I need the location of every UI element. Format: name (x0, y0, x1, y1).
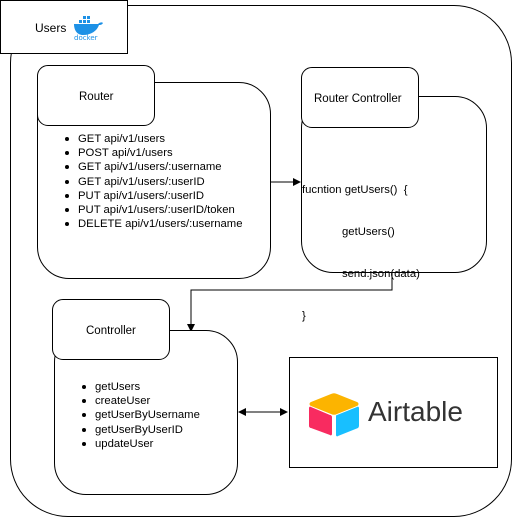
airtable-box: Airtable (289, 357, 498, 468)
router-controller-title: Router Controller (314, 93, 402, 105)
list-item: PUT api/v1/users/:userID (65, 189, 243, 203)
router-endpoint-list: GET api/v1/users POST api/v1/users GET a… (56, 132, 243, 231)
controller-title: Controller (86, 325, 136, 337)
controller-header: Controller (52, 299, 170, 360)
router-controller-header: Router Controller (301, 67, 419, 128)
list-item: GET api/v1/users/:userID (65, 175, 243, 189)
code-line: getUsers() (342, 226, 395, 238)
list-item: GET api/v1/users/:username (65, 160, 243, 174)
router-title: Router (79, 91, 114, 103)
users-title: Users (35, 21, 67, 35)
list-item: getUserByUserID (82, 423, 200, 437)
list-item: DELETE api/v1/users/:username (65, 218, 243, 231)
routercontroller-to-controller-arrow (187, 273, 393, 332)
list-item: createUser (82, 394, 200, 408)
router-controller-code: fucntion getUsers() { getUsers() send.js… (302, 155, 420, 351)
list-item: updateUser (82, 437, 200, 451)
controller-function-list: getUsers createUser getUserByUsername ge… (73, 380, 200, 451)
docker-logo-icon (74, 16, 103, 35)
list-item: getUserByUsername (82, 409, 200, 422)
users-label-box: Users docker (0, 0, 128, 54)
list-item: GET api/v1/users (65, 132, 243, 146)
airtable-logo-icon (309, 393, 359, 437)
list-item: getUsers (82, 380, 200, 394)
list-item: POST api/v1/users (65, 146, 243, 160)
airtable-logo-text: Airtable (368, 396, 463, 427)
code-line: fucntion getUsers() { (302, 184, 408, 196)
list-item: PUT api/v1/users/:userID/token (65, 203, 243, 217)
code-line: } (302, 310, 306, 322)
router-header: Router (37, 65, 155, 126)
code-line: send.json(data) (342, 268, 420, 280)
docker-logo-text: docker (74, 34, 98, 42)
